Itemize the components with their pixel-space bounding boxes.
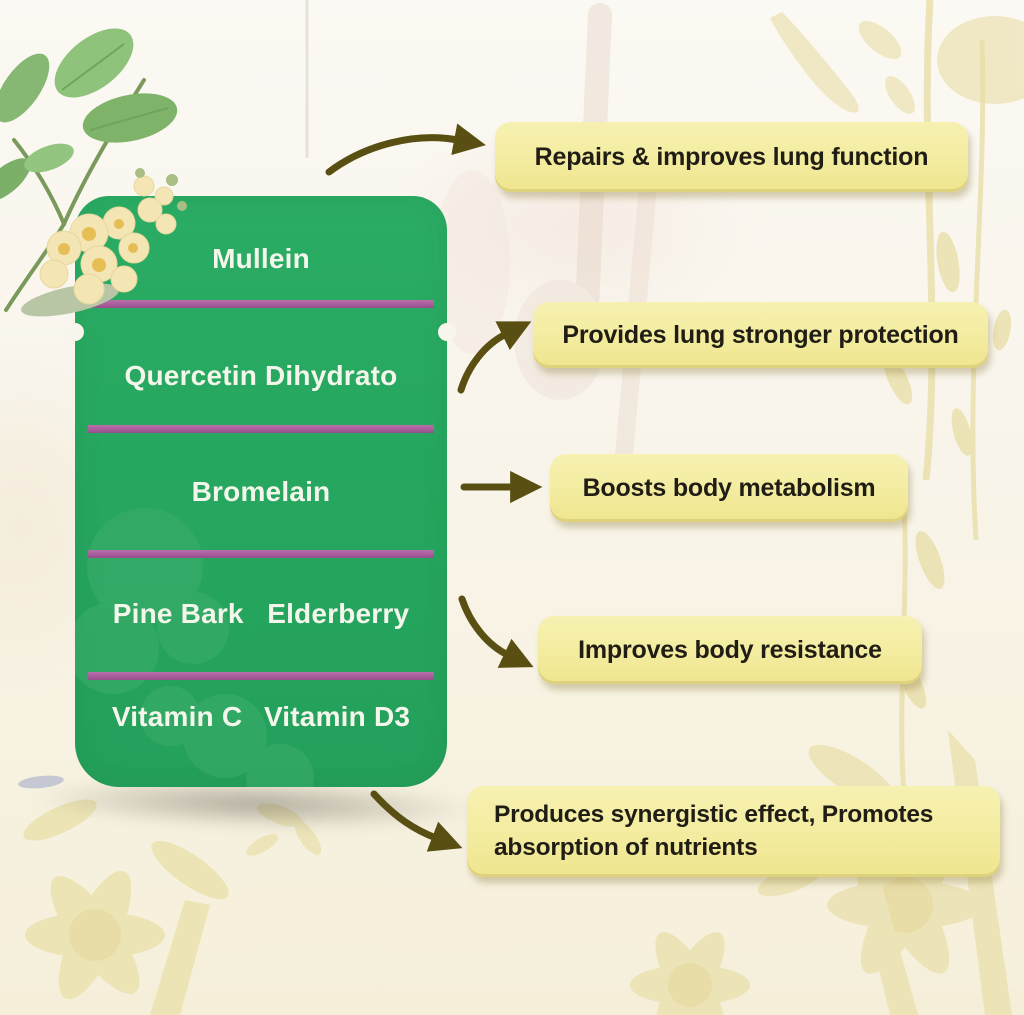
arrow-mullein-icon (325, 123, 486, 176)
benefit-text: Improves body resistance (578, 635, 882, 664)
ingredient-row: Quercetin Dihydrato (75, 360, 447, 392)
benefit-box-resistance: Improves body resistance (538, 616, 922, 684)
benefit-box-metabolism: Boosts body metabolism (550, 454, 908, 522)
ingredient-label: Mullein (212, 243, 310, 274)
row-divider (88, 550, 434, 558)
ingredient-label: Vitamin C (111, 701, 243, 732)
benefit-text: Boosts body metabolism (582, 473, 876, 502)
ingredient-row: Vitamin C Vitamin D3 (75, 701, 447, 733)
benefit-text: Provides lung stronger protection (562, 320, 959, 349)
ingredient-label: Pine Bark (112, 598, 244, 629)
supplement-pouch: Mullein Quercetin Dihydrato Bromelain Pi… (75, 196, 447, 787)
tear-notch-right-icon (438, 323, 456, 341)
benefit-box-lung-function: Repairs & improves lung function (495, 122, 968, 192)
ingredient-row: Bromelain (75, 476, 447, 508)
ingredient-label: Quercetin Dihydrato (124, 360, 398, 391)
benefit-text-line1: Produces synergistic effect, Promotes (494, 801, 934, 829)
benefit-box-synergy: Produces synergistic effect, Promotes ab… (467, 786, 1000, 877)
arrow-quercetin-icon (457, 321, 532, 394)
ingredient-row: Mullein (75, 243, 447, 275)
leaves (0, 28, 178, 202)
row-divider (88, 672, 434, 680)
row-divider (88, 425, 434, 433)
arrow-pinebark-icon (458, 595, 534, 668)
benefit-box-lung-protection: Provides lung stronger protection (533, 302, 988, 368)
row-divider (88, 300, 434, 308)
ingredient-label: Elderberry (267, 598, 410, 629)
benefit-text: Repairs & improves lung function (534, 142, 929, 171)
pouch-watermark-blobs (75, 508, 314, 787)
ingredient-row: Pine Bark Elderberry (75, 598, 447, 630)
tear-notch-left-icon (66, 323, 84, 341)
ingredient-label: Bromelain (191, 476, 331, 507)
benefit-text-line2: absorption of nutrients (494, 833, 758, 861)
ingredient-label: Vitamin D3 (263, 701, 411, 732)
